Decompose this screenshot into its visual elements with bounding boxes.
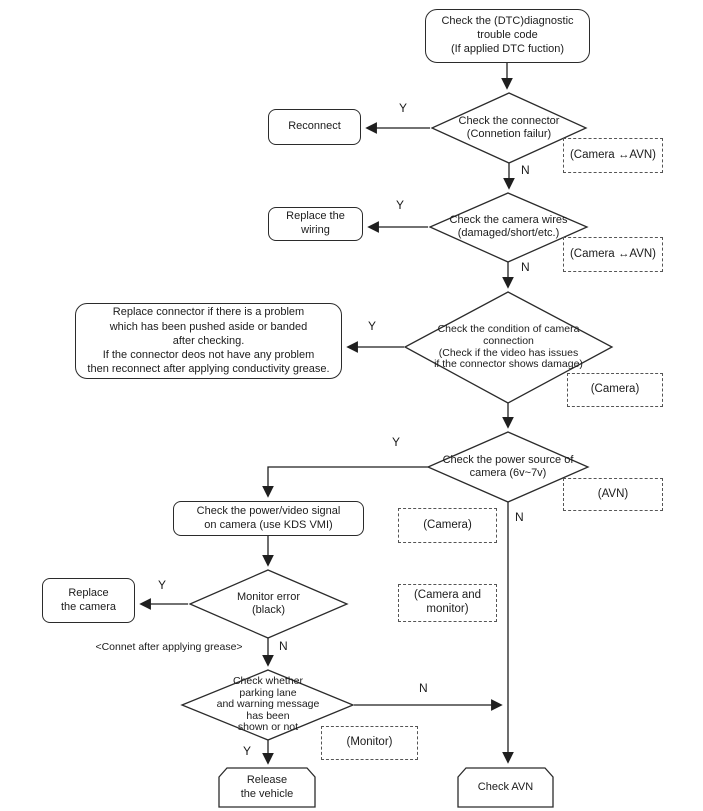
connector-lines xyxy=(139,63,515,765)
ref-avn: (AVN) xyxy=(563,478,663,511)
terminal-release-vehicle-shape xyxy=(218,767,316,808)
ref-monitor: (Monitor) xyxy=(321,726,418,760)
decision-check-connector-label: Check the connector (Connetion failur) xyxy=(458,115,560,140)
ref-camera-2: (Camera) xyxy=(398,508,497,543)
node-check-signal: Check the power/video signal on camera (… xyxy=(173,501,364,536)
label-d1-no: N xyxy=(521,163,530,177)
ref-camera-avn-2: (Camera ↔AVN) xyxy=(563,237,663,272)
ref-camera-and-monitor: (Camera and monitor) xyxy=(398,584,497,622)
ref-camera-1: (Camera) xyxy=(567,373,663,407)
node-replace-connector: Replace connector if there is a problem … xyxy=(75,303,342,379)
terminal-check-avn-shape xyxy=(457,767,554,808)
decision-parking-lane-label: Check whether parking lane and warning m… xyxy=(216,675,320,734)
decision-monitor-error-shape xyxy=(188,569,349,639)
node-replace-camera: Replace the camera xyxy=(42,578,135,623)
label-d2-yes: Y xyxy=(396,198,405,212)
terminal-release-vehicle-label: Release the vehicle xyxy=(240,773,294,800)
node-replace-wiring: Replace the wiring xyxy=(268,207,363,241)
label-d4-yes: Y xyxy=(392,435,401,449)
decision-camera-wires-shape xyxy=(428,192,589,263)
label-d3-yes: Y xyxy=(368,319,377,333)
label-d5-yes: Y xyxy=(158,578,167,592)
label-d4-no: N xyxy=(515,510,524,524)
decision-parking-lane-shape xyxy=(180,669,355,741)
decision-monitor-error-label: Monitor error (black) xyxy=(237,591,300,616)
node-start: Check the (DTC)diagnostic trouble code (… xyxy=(425,9,590,63)
decision-camera-wires-label: Check the camera wires (damaged/short/et… xyxy=(449,214,568,239)
terminal-check-avn-label: Check AVN xyxy=(477,780,534,793)
label-d2-no: N xyxy=(521,260,530,274)
decision-power-source-label: Check the power source of camera (6v~7v) xyxy=(442,454,574,479)
ref-camera-avn-1: (Camera ↔AVN) xyxy=(563,138,663,173)
label-d6-yes: Y xyxy=(243,744,252,758)
node-reconnect: Reconnect xyxy=(268,109,361,145)
decision-camera-connection-label: Check the condition of camera connection… xyxy=(434,323,583,371)
label-d6-no: N xyxy=(419,681,428,695)
label-d1-yes: Y xyxy=(399,101,408,115)
decision-camera-connection-shape xyxy=(403,291,614,404)
decision-shapes xyxy=(180,92,614,741)
terminal-shapes xyxy=(218,767,554,808)
note-connect-after-grease: <Connet after applying grease> xyxy=(95,641,243,653)
decision-power-source-shape xyxy=(426,431,590,503)
label-d5-no: N xyxy=(279,639,288,653)
decision-check-connector-shape xyxy=(430,92,588,164)
edge-d4-yes xyxy=(262,466,428,498)
